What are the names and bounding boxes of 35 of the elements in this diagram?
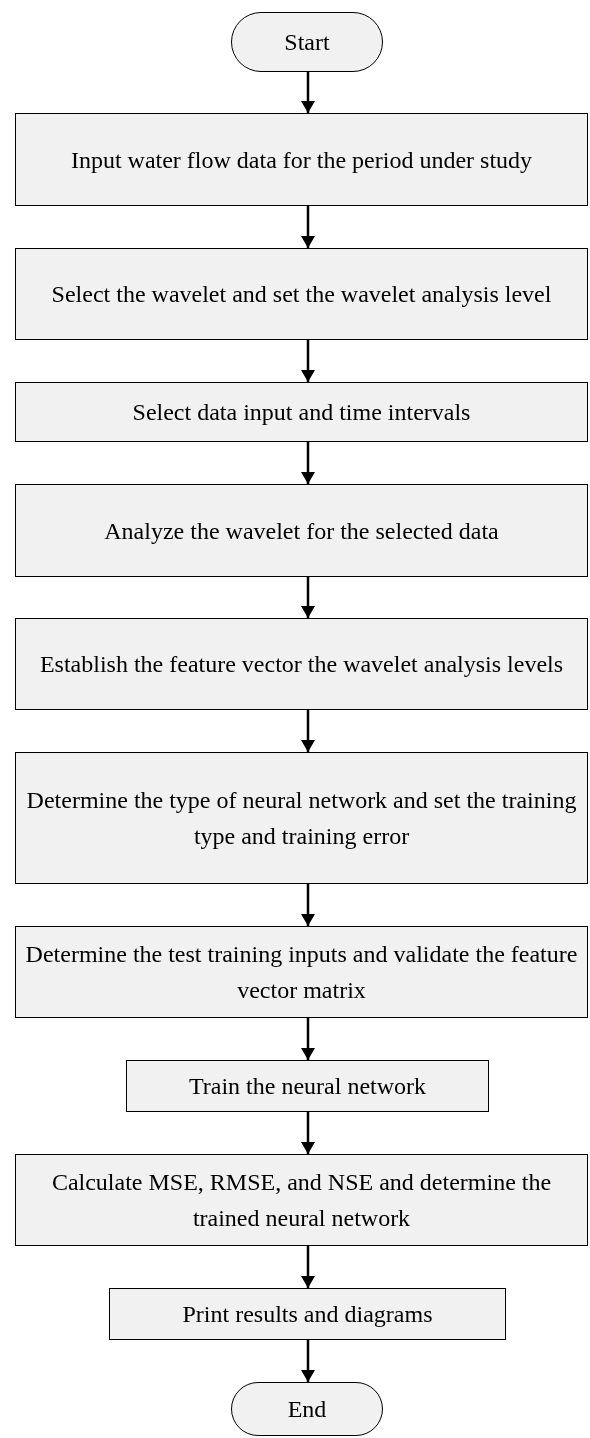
arrow <box>301 442 315 484</box>
process-box <box>126 1060 489 1112</box>
terminal-pill <box>231 12 383 72</box>
arrow <box>301 1018 315 1060</box>
process-box <box>15 113 588 206</box>
arrow <box>301 1112 315 1154</box>
process-box <box>15 1154 588 1246</box>
process-box <box>15 618 588 710</box>
arrow <box>301 206 315 248</box>
step-label: Select data input and time intervals <box>132 398 471 427</box>
arrow <box>301 1246 315 1288</box>
step-label: Analyze the wavelet for the selected data <box>104 516 499 546</box>
step-label: Determine the test training inputs and validate the feature vector matrix <box>24 940 579 1005</box>
step-label: Print results and diagrams <box>182 1300 433 1329</box>
arrow <box>301 577 315 618</box>
arrow <box>301 884 315 926</box>
arrow <box>301 710 315 752</box>
process-box <box>15 752 588 884</box>
step-label: Select the wavelet and set the wavelet analysis level <box>51 280 552 309</box>
process-box <box>15 926 588 1018</box>
process-box <box>15 484 588 577</box>
arrow <box>301 1340 315 1382</box>
terminal-pill <box>231 1382 383 1436</box>
step-label: Establish the feature vector the wavelet analysis levels <box>39 650 564 679</box>
process-box <box>15 382 588 442</box>
step-label: Input water flow data for the period under study <box>70 145 533 175</box>
step-label: Determine the type of neural network and set the training type and training error <box>25 786 578 851</box>
arrow <box>301 340 315 382</box>
process-box <box>109 1288 506 1340</box>
arrow <box>301 72 315 113</box>
step-label: End <box>287 1395 327 1424</box>
process-box <box>15 248 588 340</box>
step-label: Calculate MSE, RMSE, and NSE and determine the trained neural network <box>50 1168 553 1233</box>
step-label: Start <box>284 28 330 57</box>
step-label: Train the neural network <box>188 1072 427 1101</box>
